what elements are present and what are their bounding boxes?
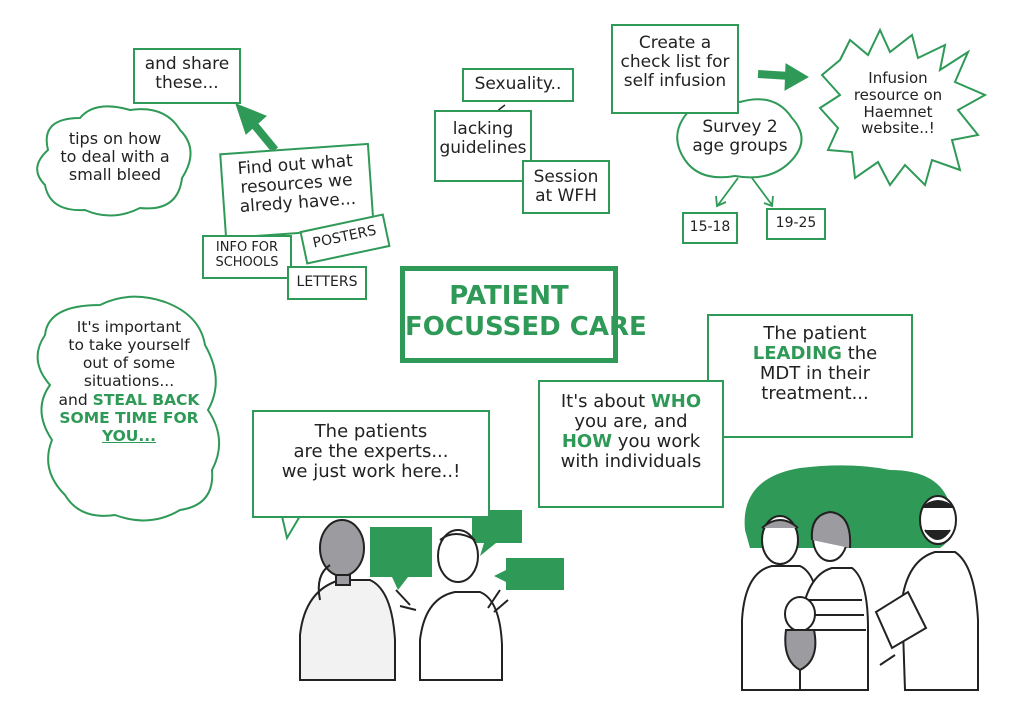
- cloud-important-text: It's important to take yourself out of s…: [58, 318, 200, 445]
- box-sexuality: Sexuality..: [462, 68, 574, 102]
- tag-age-19-25: 19-25: [766, 208, 826, 240]
- chat-bubble-small: [506, 558, 564, 590]
- box-session-wfh: Session at WFH: [522, 160, 610, 214]
- arrows-survey-split: [715, 177, 774, 208]
- figure-thoughtful-man: [299, 519, 396, 681]
- figure-mother: [799, 510, 869, 691]
- cloud-survey-outline: [676, 98, 803, 179]
- figure-clinician: [874, 495, 979, 691]
- tag-letters: LETTERS: [287, 266, 367, 300]
- box-lacking-guidelines: lacking guidelines: [434, 110, 532, 182]
- arrow-right: [757, 63, 809, 91]
- chat-bubble-large: [370, 527, 432, 577]
- box-who-you-are: It's about WHO you are, and HOW you work…: [538, 380, 724, 508]
- figure-baby: [784, 596, 817, 672]
- central-title-line1: PATIENT: [449, 281, 569, 311]
- burst-infusion-outline: [818, 27, 988, 187]
- box-patient-leading: The patient LEADING the MDT in their tre…: [707, 314, 913, 438]
- tag-info-for-schools: INFO FOR SCHOOLS: [202, 235, 292, 279]
- speech-experts-tail: [281, 515, 301, 541]
- central-title-box: PATIENT FOCUSSED CARE: [400, 266, 647, 363]
- speech-bubble-experts: The patients are the experts... we just …: [252, 410, 490, 518]
- central-title-line2: FOCUSSED CARE: [405, 312, 647, 343]
- cloud-tips-text: tips on how to deal with a small bleed: [60, 129, 170, 184]
- tag-age-15-18: 15-18: [682, 212, 738, 244]
- cloud-important-outline: [36, 295, 221, 522]
- cloud-tips-outline: [36, 105, 192, 217]
- arrow-up-left: [235, 103, 279, 153]
- box-share-these: and share these...: [133, 48, 241, 104]
- burst-infusion-text: Infusion resource on Haemnet website..!: [853, 69, 943, 138]
- figure-gesturing-man: [395, 529, 509, 681]
- box-create-checklist: Create a check list for self infusion: [611, 24, 739, 114]
- cloud-survey-text: Survey 2 age groups: [692, 117, 788, 157]
